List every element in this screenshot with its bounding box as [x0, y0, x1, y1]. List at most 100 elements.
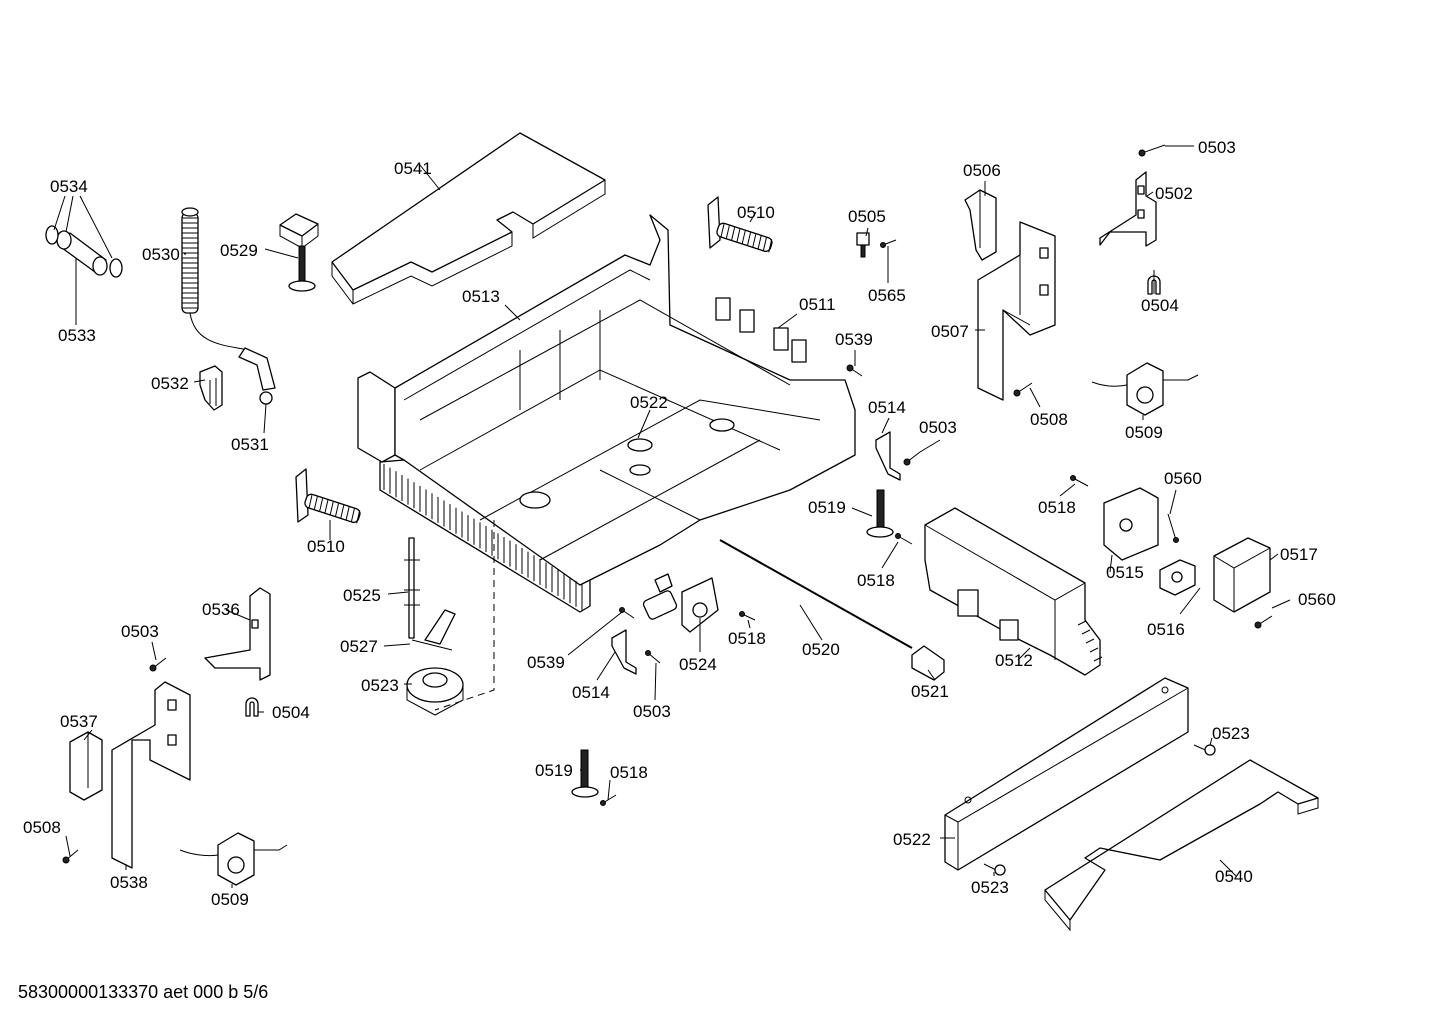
part-0523-screw-a: [1193, 744, 1216, 756]
label-0524: 0524: [679, 655, 717, 674]
label-0536: 0536: [202, 600, 240, 619]
label-0518-b: 0518: [857, 571, 895, 590]
part-0538-bracket: [111, 681, 191, 869]
label-0532: 0532: [151, 374, 189, 393]
label-0514-lower: 0514: [572, 683, 610, 702]
part-0503-screw-middle: [645, 650, 661, 664]
part-0539-screw-a: [846, 364, 863, 377]
label-0502: 0502: [1155, 184, 1193, 203]
part-0510-spring-top: [707, 196, 773, 253]
label-0565: 0565: [868, 286, 906, 305]
label-0525: 0525: [343, 586, 381, 605]
label-0508-right: 0508: [1030, 410, 1068, 429]
part-0541-plate: [331, 132, 606, 305]
part-0522-front-panel: [944, 677, 1189, 871]
part-0560-screw-b: [1254, 615, 1273, 629]
label-0504-right: 0504: [1141, 296, 1179, 315]
label-0510-top: 0510: [737, 203, 775, 222]
label-0539-mid: 0539: [527, 653, 565, 672]
label-0560-a: 0560: [1164, 469, 1202, 488]
label-0560-b: 0560: [1298, 590, 1336, 609]
part-0565-screw: [880, 239, 897, 248]
label-0509-right: 0509: [1125, 423, 1163, 442]
part-0509-sensor-left: [179, 832, 288, 886]
part-0514-bracket-upper: [875, 431, 901, 481]
part-0502-bracket: [1099, 171, 1157, 247]
label-0518-d: 0518: [610, 763, 648, 782]
part-0508-screw-left: [62, 849, 79, 864]
part-0516-bracket: [1159, 559, 1196, 596]
label-0519-lower: 0519: [535, 761, 573, 780]
part-0503-screw-left: [149, 657, 167, 672]
part-0536-bracket: [204, 587, 271, 681]
part-0520-rod: [719, 539, 913, 649]
part-0508-screw-right: [1013, 382, 1033, 397]
label-0506: 0506: [963, 161, 1001, 180]
label-0523-right: 0523: [1212, 724, 1250, 743]
label-0523-hub: 0523: [361, 676, 399, 695]
part-0532-clip: [199, 365, 223, 411]
label-0513: 0513: [462, 287, 500, 306]
label-0523-bottom: 0523: [971, 878, 1009, 897]
part-0511-clips: [715, 297, 807, 363]
label-0508-left: 0508: [23, 818, 61, 837]
label-0515: 0515: [1106, 563, 1144, 582]
part-0523-screw-b: [983, 863, 1006, 876]
part-0518-screw-b: [895, 533, 913, 545]
part-labels: 0541 0534 0530 0529 0533 0532 0531 0510 …: [23, 138, 1336, 909]
label-0537: 0537: [60, 712, 98, 731]
label-0540: 0540: [1215, 867, 1253, 886]
part-0539-screw-b: [619, 607, 635, 619]
part-0512-control-box: [924, 507, 1103, 676]
label-0511: 0511: [799, 295, 836, 314]
part-0513-base-tub: [357, 214, 856, 711]
part-0518-screw-a: [1070, 475, 1089, 487]
label-0530: 0530: [142, 245, 180, 264]
part-0521-cap: [911, 645, 945, 681]
label-0518-a: 0518: [1038, 498, 1076, 517]
label-0539-top: 0539: [835, 330, 873, 349]
part-0509-sensor-right: [1091, 362, 1199, 416]
part-0503-screw-mid: [903, 451, 921, 466]
part-0503-screw-top: [1138, 144, 1166, 157]
part-0518-screw-c: [739, 611, 756, 621]
part-0506-bracket: [964, 189, 997, 261]
part-0504-clip-right: [1147, 275, 1161, 295]
label-0510-bottom: 0510: [307, 537, 345, 556]
label-0534: 0534: [50, 177, 88, 196]
part-0560-screw-a: [1167, 513, 1179, 543]
label-0503-left: 0503: [121, 622, 159, 641]
part-0527-arm: [411, 609, 456, 651]
part-0533-sleeve: [45, 225, 123, 278]
label-0527: 0527: [340, 637, 378, 656]
label-0531: 0531: [231, 435, 269, 454]
part-0504-clip-left: [245, 697, 259, 717]
label-0522-tub: 0522: [630, 393, 668, 412]
part-0510-spring-bottom: [295, 468, 361, 524]
part-0507-bracket: [977, 221, 1056, 401]
leader-lines: [53, 145, 1291, 888]
label-0522-panel: 0522: [893, 830, 931, 849]
label-0507: 0507: [931, 322, 969, 341]
part-0525-tube: [404, 537, 420, 639]
part-0524-valve: [642, 573, 719, 633]
label-0538: 0538: [110, 873, 148, 892]
label-0519-upper: 0519: [808, 498, 846, 517]
part-0505-float: [856, 232, 870, 258]
label-0514-upper: 0514: [868, 398, 906, 417]
label-0504-left: 0504: [272, 703, 310, 722]
part-0519-foot-upper: [866, 489, 894, 538]
part-0529-foot: [279, 213, 319, 292]
part-0517-cover: [1213, 537, 1271, 613]
part-0537-block: [69, 731, 103, 801]
label-0517: 0517: [1280, 545, 1318, 564]
label-0516: 0516: [1147, 620, 1185, 639]
part-0518-screw-d: [600, 794, 617, 806]
part-0515-bracket: [1103, 487, 1159, 561]
label-0518-c: 0518: [728, 629, 766, 648]
label-0521: 0521: [911, 682, 949, 701]
label-0503-middle: 0503: [633, 702, 671, 721]
label-0520: 0520: [802, 640, 840, 659]
label-0529: 0529: [220, 241, 258, 260]
